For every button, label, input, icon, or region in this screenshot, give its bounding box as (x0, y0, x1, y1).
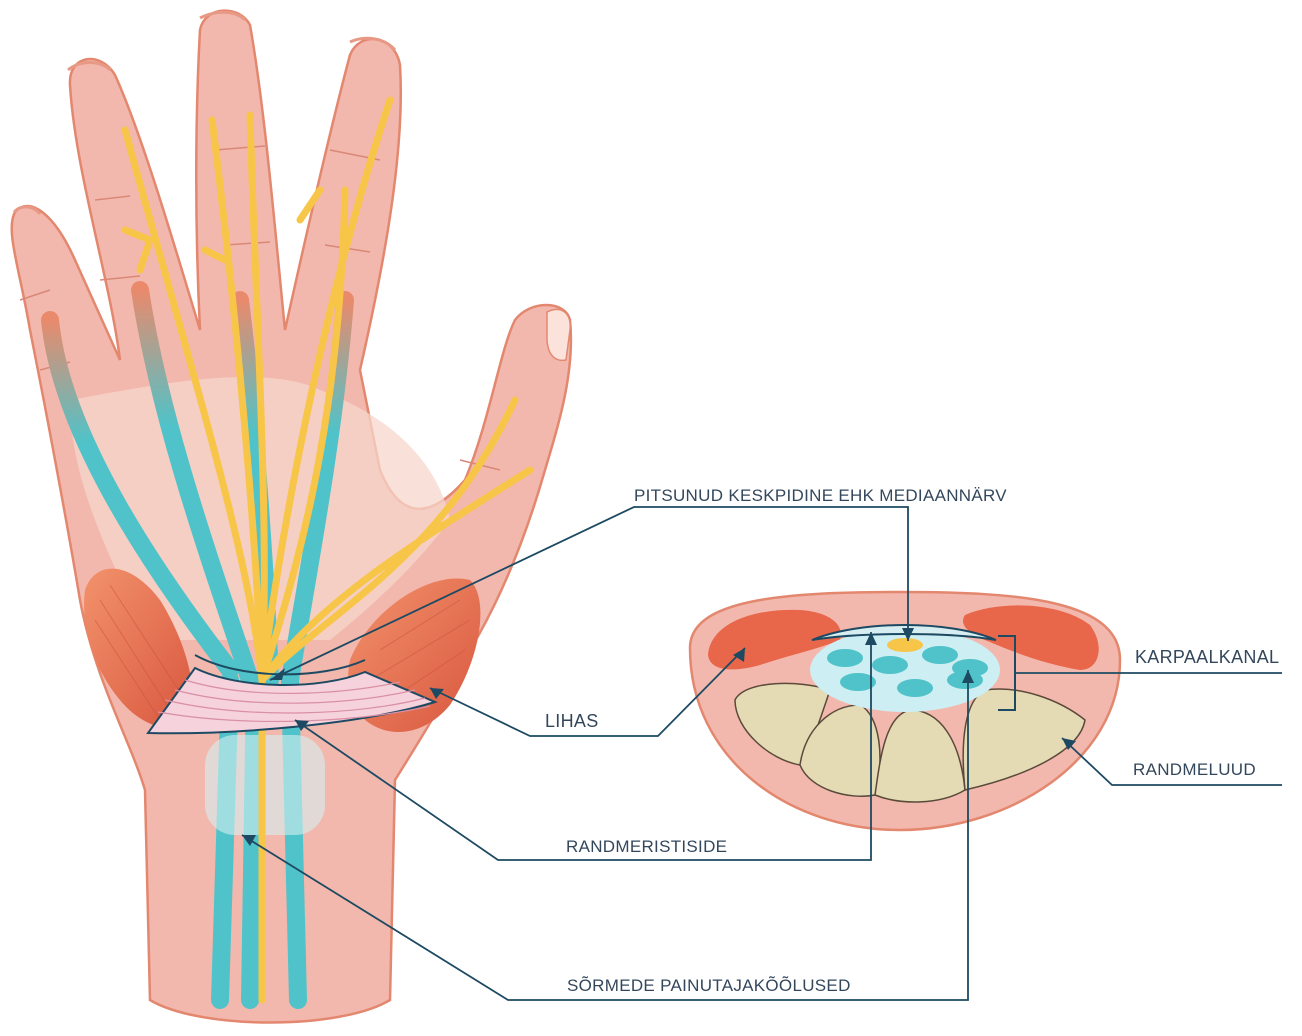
thumb-nail (546, 308, 571, 362)
label-carpal-tunnel: KARPAALKANAL (1135, 647, 1280, 667)
carpal-bones (734, 682, 1086, 803)
leader-bones (1061, 737, 1282, 786)
label-muscle: LIHAS (545, 711, 599, 731)
label-median-nerve: PITSUNUD KESKPIDINE EHK MEDIAANNÄRV (634, 486, 1007, 505)
cross-median-nerve (887, 638, 923, 652)
hand-illustration (10, 9, 573, 1024)
leader-median (269, 506, 909, 681)
muscle-striations (94, 584, 471, 721)
leader-tendons (241, 670, 969, 1001)
label-transverse-ligament: RANDMERISTISIDE (566, 837, 728, 856)
label-flexor-tendons: SÕRMEDE PAINUTAJAKÕÕLUSED (567, 976, 851, 995)
cross-tendons (827, 646, 988, 697)
flexor-tendons (41, 281, 354, 1009)
fingertip-crease (12, 10, 397, 215)
cross-ligament (811, 624, 997, 641)
leader-arrowheads (242, 628, 1076, 846)
leader-ligament (294, 632, 872, 861)
cross-muscle-right (962, 605, 1099, 670)
leader-lines (241, 506, 1282, 1001)
wrist-cross-section (688, 590, 1122, 832)
hypothenar-muscle (84, 568, 194, 729)
median-nerve (121, 96, 534, 1004)
label-carpal-bones: RANDMELUUD (1133, 760, 1256, 779)
leader-muscle (429, 647, 746, 737)
